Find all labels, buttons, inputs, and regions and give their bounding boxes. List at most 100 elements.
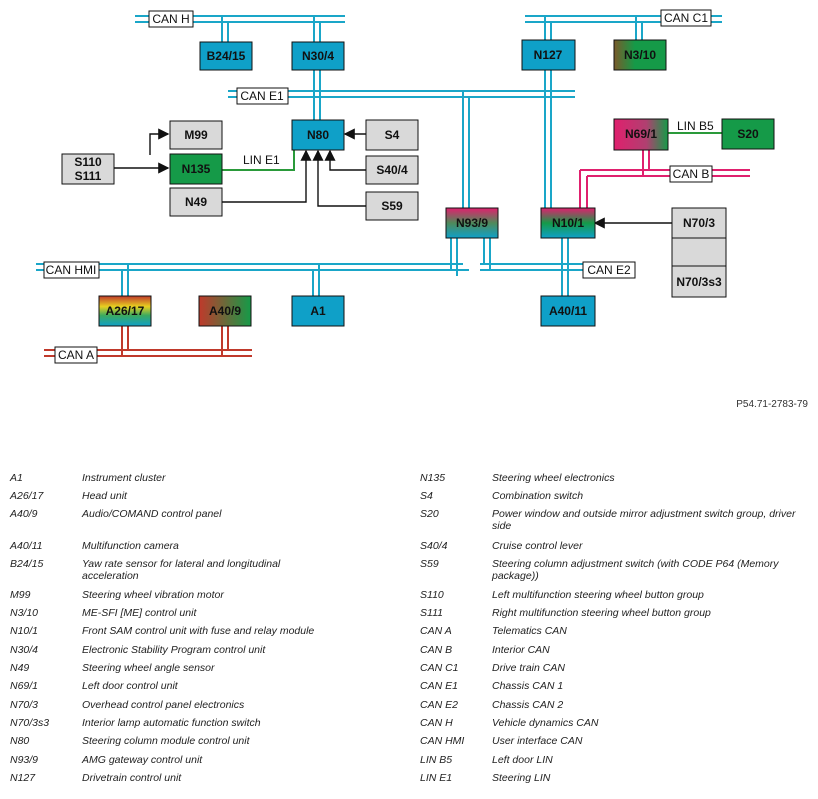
network-diagram: CAN H CAN C1 CAN E1 CAN HMI CA	[36, 9, 808, 410]
legend-description: Interior lamp automatic function switch	[82, 717, 261, 729]
node-a1[interactable]: A1	[291, 295, 345, 327]
svg-text:N135: N135	[182, 162, 211, 176]
legend-description: Interior CAN	[492, 644, 550, 656]
svg-text:B24/15: B24/15	[207, 49, 246, 63]
svg-text:S59: S59	[381, 199, 403, 213]
legend-code: N10/1	[10, 625, 39, 637]
legend-code: S110	[420, 589, 444, 601]
can-b-label: CAN B	[673, 167, 710, 181]
node-n3-10[interactable]: N3/10	[613, 39, 667, 71]
legend-code: N30/4	[10, 644, 39, 656]
svg-text:S20: S20	[737, 127, 759, 141]
node-n69-1[interactable]: N69/1	[613, 118, 669, 151]
legend-code: A40/11	[10, 540, 43, 552]
legend-description: Front SAM control unit with fuse and rel…	[82, 625, 315, 637]
legend-code: A1	[10, 472, 23, 484]
legend-description: Drive train CAN	[492, 662, 565, 674]
can-e2-label: CAN E2	[587, 263, 631, 277]
svg-text:S4: S4	[385, 128, 400, 142]
legend-description: Steering wheel vibration motor	[82, 589, 224, 601]
legend-code: A26/17	[10, 490, 44, 502]
legend-code: CAN HMI	[420, 735, 465, 747]
legend-description: Yaw rate sensor for lateral and longitud…	[82, 558, 281, 582]
svg-text:N70/3s3: N70/3s3	[676, 275, 722, 289]
node-n135[interactable]: N135	[169, 153, 223, 185]
legend-description: Head unit	[82, 490, 127, 502]
node-a40-9[interactable]: A40/9	[198, 295, 252, 327]
svg-text:N10/1: N10/1	[552, 216, 584, 230]
can-e1-label-box: CAN E1	[236, 87, 289, 105]
legend-code: N93/9	[10, 754, 39, 766]
node-s40-4[interactable]: S40/4	[365, 155, 419, 185]
legend-description: Steering column adjustment switch (with …	[492, 558, 779, 582]
legend-description: Left door control unit	[82, 680, 178, 692]
node-s110-s111[interactable]: S110 S111	[61, 153, 115, 185]
legend-description: Steering column module control unit	[82, 735, 250, 747]
legend-code: N80	[10, 735, 30, 747]
svg-text:N127: N127	[534, 48, 563, 62]
node-a40-11[interactable]: A40/11	[540, 295, 596, 327]
svg-text:A40/9: A40/9	[209, 304, 241, 318]
legend-description: ME-SFI [ME] control unit	[82, 607, 197, 619]
can-c1-label: CAN C1	[664, 11, 708, 25]
legend-code: CAN E1	[420, 680, 458, 692]
node-n49[interactable]: N49	[169, 187, 223, 217]
legend-description: AMG gateway control unit	[82, 754, 203, 766]
legend-code: CAN A	[420, 625, 452, 637]
svg-text:N70/3: N70/3	[683, 216, 715, 230]
legend-description: Chassis CAN 1	[492, 680, 564, 692]
legend-code: N135	[420, 472, 446, 484]
node-a26-17[interactable]: A26/17	[98, 295, 152, 327]
svg-text:N49: N49	[185, 195, 207, 209]
legend-description: Left multifunction steering wheel button…	[492, 589, 704, 601]
can-h-label-box: CAN H	[148, 10, 194, 28]
legend-description: Instrument cluster	[82, 472, 166, 484]
legend-code: S40/4	[420, 540, 448, 552]
can-hmi-label-box: CAN HMI	[43, 261, 100, 279]
can-e1-label: CAN E1	[240, 89, 284, 103]
legend-description: Steering wheel electronics	[492, 472, 615, 484]
can-hmi-bus	[36, 238, 469, 296]
node-s111-label: S111	[75, 169, 102, 183]
node-n30-4[interactable]: N30/4	[291, 41, 345, 71]
svg-text:M99: M99	[184, 128, 208, 142]
node-n80[interactable]: N80	[291, 119, 345, 151]
can-a-label-box: CAN A	[54, 346, 98, 364]
node-b24-15[interactable]: B24/15	[199, 41, 253, 71]
legend-description: Telematics CAN	[492, 625, 567, 637]
legend-code: N49	[10, 662, 30, 674]
can-a-label: CAN A	[58, 348, 94, 362]
can-b-bus	[579, 150, 750, 208]
node-n93-9[interactable]: N93/9	[445, 207, 499, 239]
document-id: P54.71-2783-79	[736, 399, 808, 410]
node-n70-3s3[interactable]: N70/3s3	[671, 265, 727, 298]
legend-code: B24/15	[10, 558, 44, 570]
legend-code: N69/1	[10, 680, 39, 692]
node-s20[interactable]: S20	[721, 118, 775, 150]
node-m99[interactable]: M99	[169, 120, 223, 150]
node-n127[interactable]: N127	[521, 39, 576, 71]
lin-e1-line	[222, 150, 295, 171]
legend-description: Chassis CAN 2	[492, 699, 564, 711]
legend-code: CAN C1	[420, 662, 459, 674]
legend-description: Power window and outside mirror adjustme…	[492, 508, 796, 532]
legend-code: S111	[420, 607, 443, 619]
legend-code: N3/10	[10, 607, 39, 619]
node-n10-1[interactable]: N10/1	[540, 207, 596, 239]
node-s59[interactable]: S59	[365, 191, 419, 221]
node-s4[interactable]: S4	[365, 119, 419, 151]
legend-code: N70/3s3	[10, 717, 50, 729]
can-hmi-label: CAN HMI	[46, 263, 97, 277]
svg-text:N30/4: N30/4	[302, 49, 334, 63]
svg-text:N3/10: N3/10	[624, 48, 656, 62]
legend-description: Electronic Stability Program control uni…	[82, 644, 266, 656]
svg-text:N93/9: N93/9	[456, 216, 488, 230]
legend-code: N70/3	[10, 699, 39, 711]
svg-text:A1: A1	[310, 304, 326, 318]
legend-code: M99	[10, 589, 31, 601]
legend-description: Left door LIN	[492, 754, 553, 766]
svg-text:S40/4: S40/4	[376, 163, 408, 177]
legend-description: Steering wheel angle sensor	[82, 662, 215, 674]
legend-description: Combination switch	[492, 490, 584, 502]
legend-description: Cruise control lever	[492, 540, 583, 552]
